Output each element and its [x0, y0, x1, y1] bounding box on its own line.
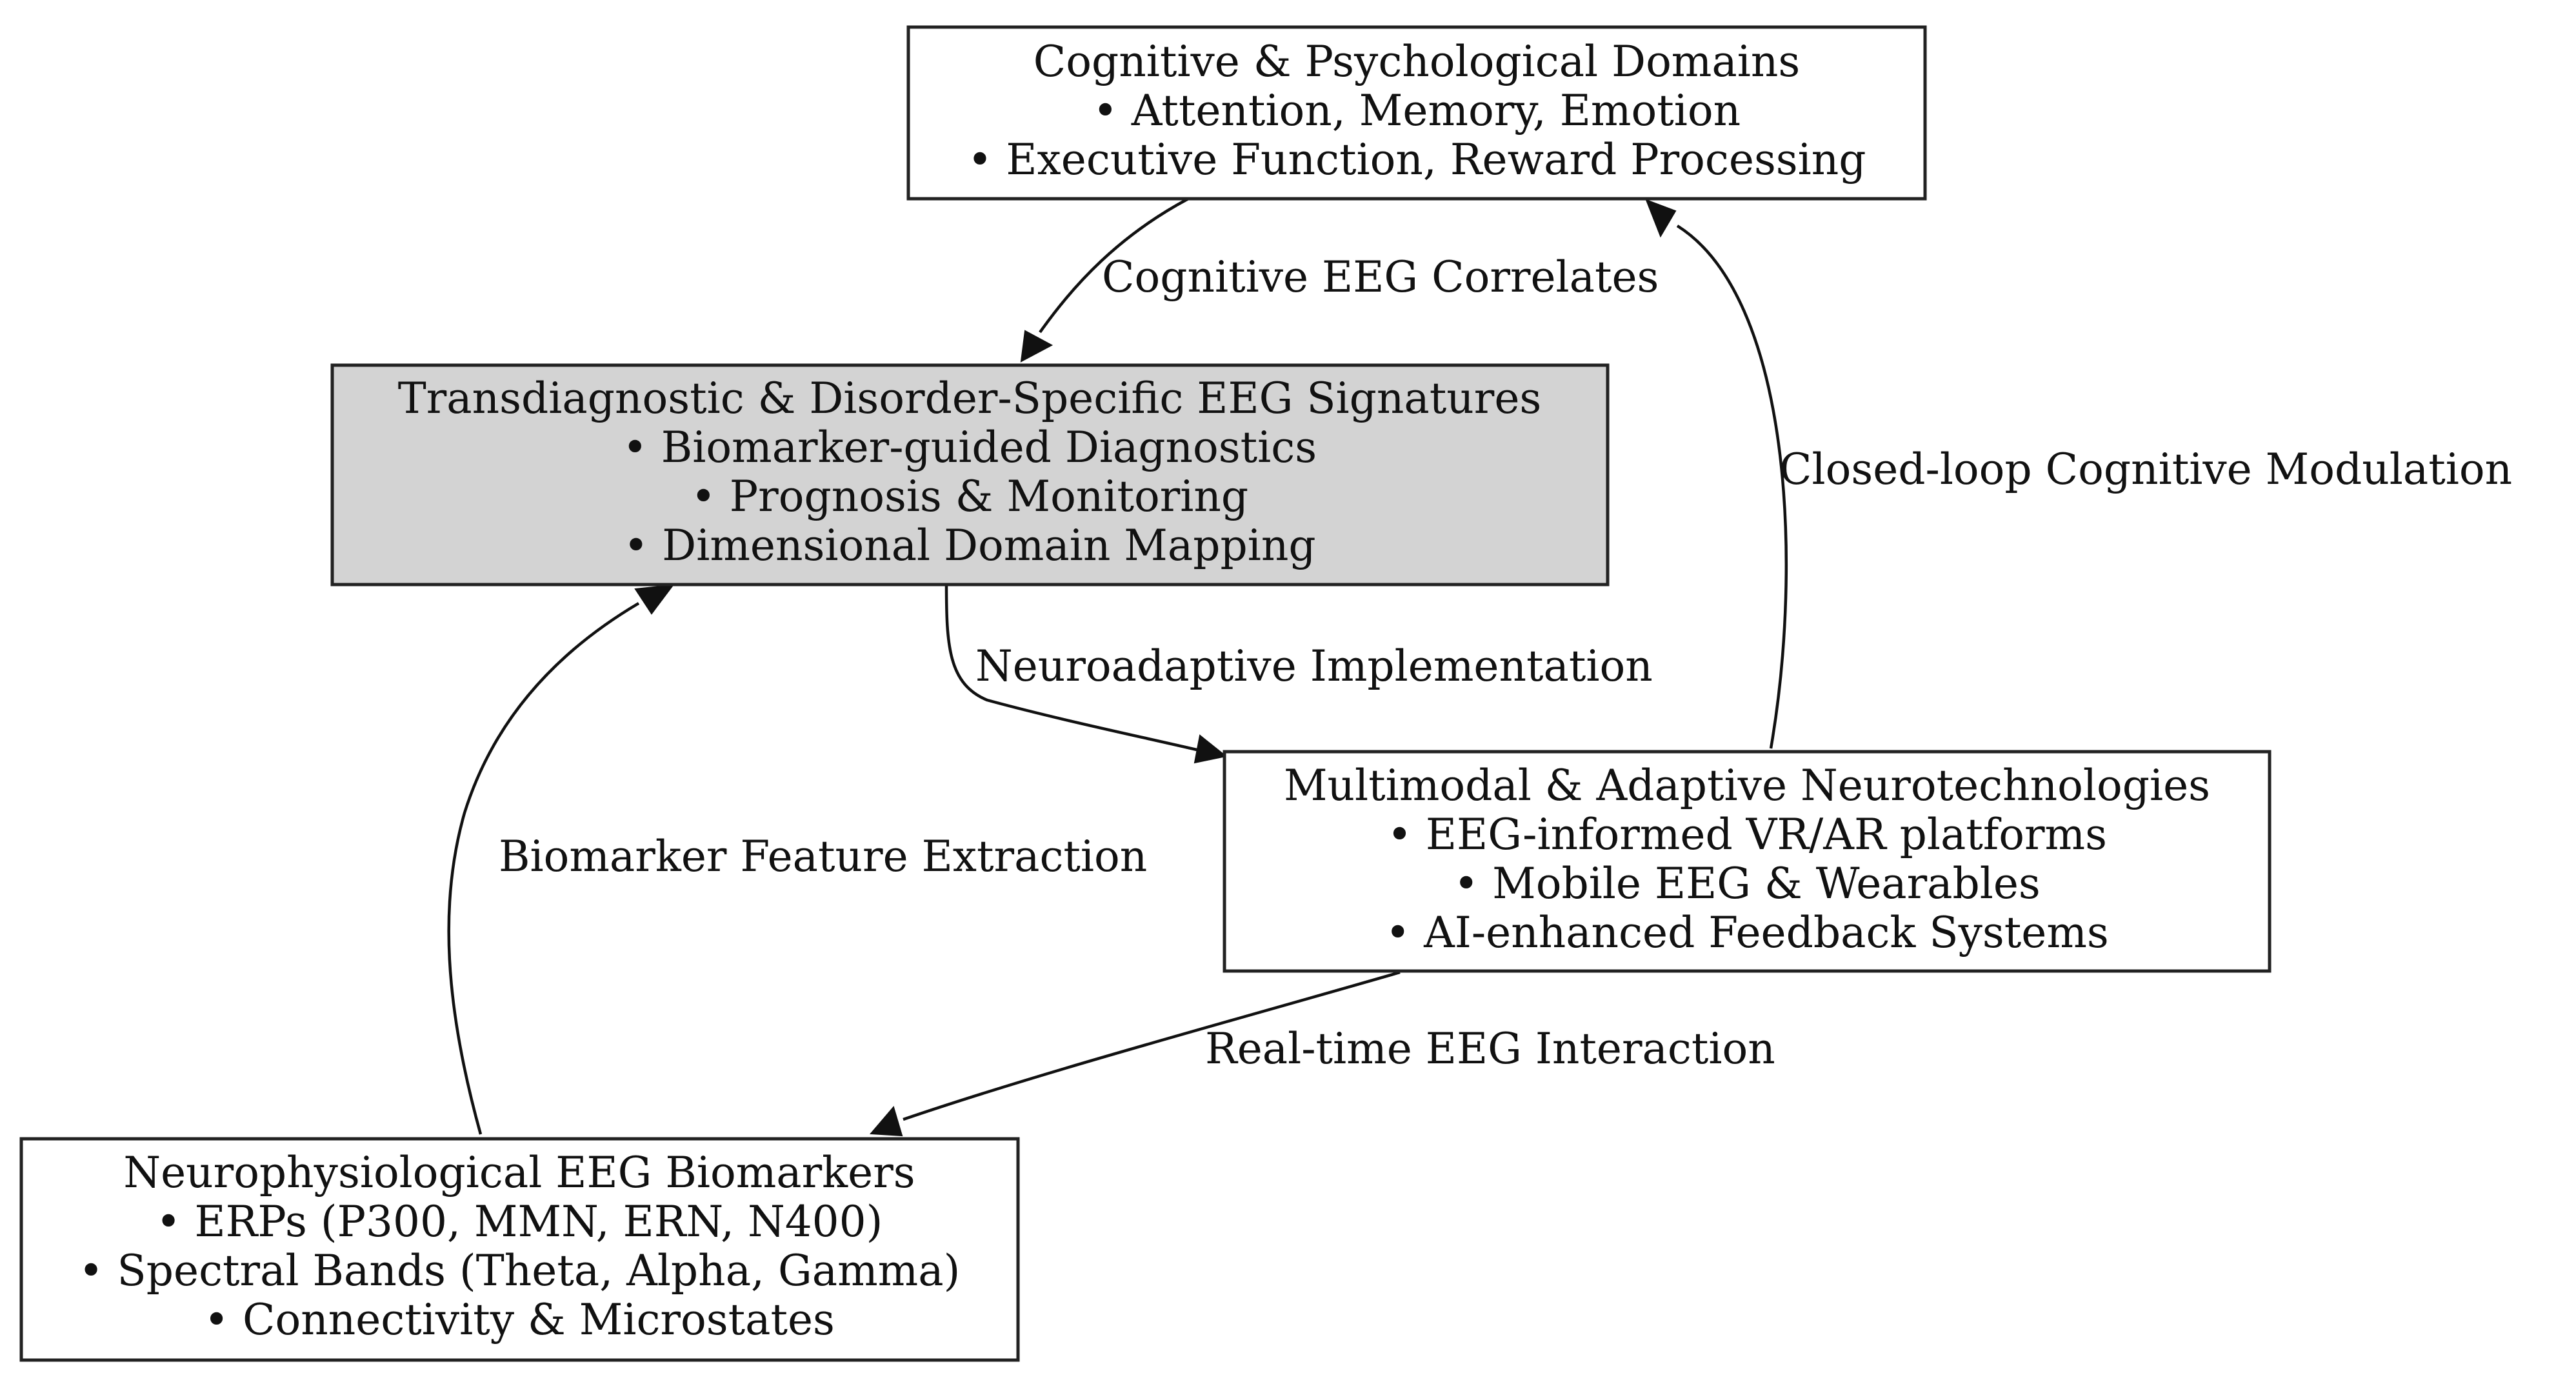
edge-cognitive-to-transdiagnostic: [1039, 197, 1190, 334]
arrowhead-multimodal-left: [1193, 734, 1228, 764]
node-box: [19, 1137, 1020, 1362]
edge-multimodal-to-cognitive: [1676, 225, 1788, 749]
edge-labels: Cognitive EEG Correlates Neuroadaptive I…: [499, 252, 2512, 1074]
node-box: [906, 25, 1927, 201]
arrowhead-neurophysiological-top: [869, 1105, 903, 1137]
edge-label-closed-loop-cognitive-modulation: Closed-loop Cognitive Modulation: [1779, 445, 2512, 494]
edge-label-biomarker-feature-extraction: Biomarker Feature Extraction: [499, 832, 1147, 881]
node-title: Cognitive & Psychological Domains: [1033, 37, 1800, 86]
edges: [447, 197, 1788, 1137]
edge-label-cognitive-eeg-correlates: Cognitive EEG Correlates: [1102, 252, 1659, 302]
edge-label-real-time-eeg-interaction: Real-time EEG Interaction: [1205, 1024, 1775, 1074]
node-neurophysiological-biomarkers: Neurophysiological EEG Biomarkers • ERPs…: [19, 1137, 1020, 1362]
node-transdiagnostic-signatures: Transdiagnostic & Disorder-Specific EEG …: [330, 363, 1610, 586]
node-item: • Executive Function, Reward Processing: [967, 135, 1866, 185]
edge-label-neuroadaptive-implementation: Neuroadaptive Implementation: [975, 641, 1653, 691]
node-title: Transdiagnostic & Disorder-Specific EEG …: [398, 374, 1542, 423]
arrowhead-transdiagnostic-top: [1020, 330, 1053, 363]
node-title: Multimodal & Adaptive Neurotechnologies: [1284, 761, 2210, 810]
edge-neurophysiological-to-transdiagnostic: [447, 602, 640, 1135]
node-item: • EEG-informed VR/AR platforms: [1387, 810, 2107, 859]
arrowhead-transdiagnostic-bottom: [634, 584, 675, 615]
node-item: • AI-enhanced Feedback Systems: [1385, 908, 2109, 957]
node-cognitive-domains: Cognitive & Psychological Domains • Atte…: [906, 25, 1927, 201]
node-item: • Mobile EEG & Wearables: [1453, 859, 2041, 908]
node-title: Neurophysiological EEG Biomarkers: [123, 1148, 915, 1198]
arrowhead-cognitive-bottom: [1645, 199, 1677, 238]
node-item: • ERPs (P300, MMN, ERN, N400): [156, 1197, 883, 1247]
edge-multimodal-to-neurophysiological: [903, 970, 1401, 1121]
node-box: [1223, 750, 2271, 973]
node-item: • Prognosis & Monitoring: [691, 472, 1248, 521]
node-item: • Biomarker-guided Diagnostics: [623, 423, 1317, 472]
node-item: • Dimensional Domain Mapping: [623, 521, 1315, 570]
node-multimodal-neurotech: Multimodal & Adaptive Neurotechnologies …: [1223, 750, 2271, 973]
node-item: • Spectral Bands (Theta, Alpha, Gamma): [79, 1246, 961, 1296]
edge-transdiagnostic-to-multimodal: [944, 583, 1197, 752]
node-item: • Attention, Memory, Emotion: [1093, 86, 1741, 135]
node-box: [330, 363, 1610, 586]
node-item: • Connectivity & Microstates: [204, 1295, 835, 1345]
